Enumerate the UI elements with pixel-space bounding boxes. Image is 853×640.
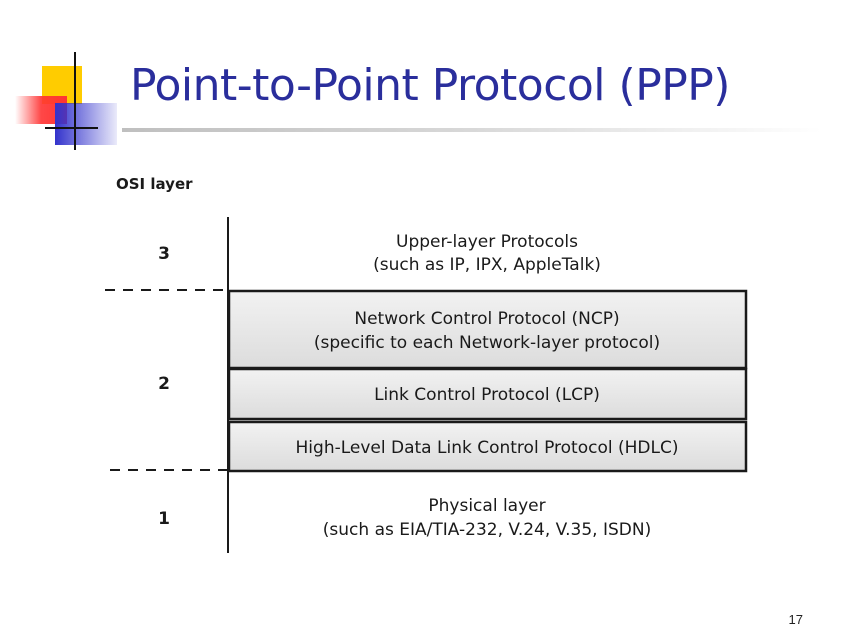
title-underline bbox=[122, 128, 822, 132]
slide-title: Point-to-Point Protocol (PPP) bbox=[130, 60, 730, 111]
lcp-line1: Link Control Protocol (LCP) bbox=[374, 385, 600, 405]
layer-number-1: 1 bbox=[158, 509, 170, 529]
ncp-line1: Network Control Protocol (NCP) bbox=[354, 309, 619, 329]
upper-layer-line1: Upper-layer Protocols bbox=[396, 232, 578, 252]
ncp-box bbox=[227, 289, 748, 370]
layer-number-2: 2 bbox=[158, 374, 170, 394]
physical-layer-line1: Physical layer bbox=[428, 496, 545, 516]
decorative-logo-icon bbox=[15, 52, 117, 150]
layer-number-3: 3 bbox=[158, 244, 170, 264]
upper-layer-line2: (such as IP, IPX, AppleTalk) bbox=[373, 255, 601, 275]
ncp-line2: (specific to each Network-layer protocol… bbox=[314, 333, 660, 353]
lcp-box bbox=[227, 367, 748, 421]
hdlc-line1: High-Level Data Link Control Protocol (H… bbox=[296, 438, 679, 458]
hdlc-box bbox=[227, 420, 748, 473]
osi-layer-heading: OSI layer bbox=[116, 175, 193, 193]
physical-layer-line2: (such as EIA/TIA-232, V.24, V.35, ISDN) bbox=[323, 520, 651, 540]
page-number: 17 bbox=[788, 612, 803, 627]
